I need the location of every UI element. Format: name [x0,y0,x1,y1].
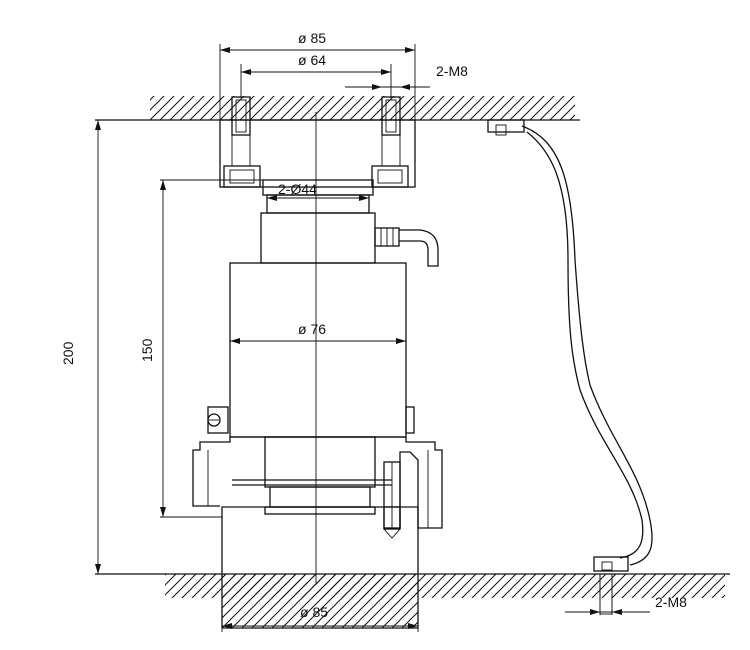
dim-bottom-thread: 2-M8 [655,594,687,610]
dim-total-height: 200 [60,341,76,365]
dimension-lines [95,44,650,632]
floor-surface [95,573,730,628]
dim-body-diameter: ø 76 [298,321,326,337]
dim-top-inner-diameter: ø 64 [298,52,326,68]
cable-connector [374,227,439,267]
base-housing [192,436,443,529]
dim-top-outer-diameter: ø 85 [298,30,326,46]
sensor-cap [260,194,376,264]
cable [487,119,653,572]
dim-flange-holes: 2-Ø44 [278,181,317,197]
dim-sensor-height: 150 [139,338,155,362]
ceiling-surface [95,96,580,121]
sensor-body [207,262,415,438]
dim-top-thread: 2-M8 [436,63,468,79]
dim-bottom-diameter: ø 85 [300,604,328,620]
